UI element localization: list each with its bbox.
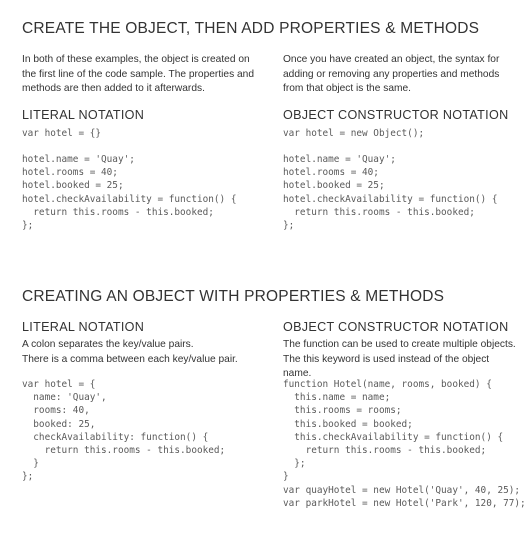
section1-right-code-properties: hotel.name = 'Quay'; hotel.rooms = 40; h… bbox=[283, 154, 498, 232]
section1-right-intro: Once you have created an object, the syn… bbox=[283, 54, 500, 95]
section2-left-intro-line1: A colon separates the key/value pairs. bbox=[22, 339, 194, 350]
section1-right-code-create: var hotel = new Object(); bbox=[283, 128, 425, 139]
section2-right-intro-line1: The function can be used to create multi… bbox=[283, 339, 516, 350]
section2-right-heading: OBJECT CONSTRUCTOR NOTATION bbox=[283, 320, 509, 334]
section1-left-column: In both of these examples, the object is… bbox=[22, 53, 262, 97]
section1-right-heading: OBJECT CONSTRUCTOR NOTATION bbox=[283, 108, 509, 122]
section2-right-intro-line2: The this keyword is used instead of the … bbox=[283, 353, 490, 380]
section2-left-heading: LITERAL NOTATION bbox=[22, 320, 145, 334]
section2-title: CREATING AN OBJECT WITH PROPERTIES & MET… bbox=[22, 288, 445, 305]
section2-left-intro-line2: There is a comma between each key/value … bbox=[22, 353, 238, 365]
section2-right-code: function Hotel(name, rooms, booked) { th… bbox=[283, 379, 526, 509]
section2-right-intro: The function can be used to create multi… bbox=[283, 338, 519, 382]
section1-left-code-create: var hotel = {} bbox=[22, 128, 102, 139]
section2-left-intro: A colon separates the key/value pairs. T… bbox=[22, 338, 262, 367]
section1-left-intro: In both of these examples, the object is… bbox=[22, 54, 254, 95]
section1-title: CREATE THE OBJECT, THEN ADD PROPERTIES &… bbox=[22, 20, 480, 37]
section1-right-column: Once you have created an object, the syn… bbox=[283, 53, 519, 97]
section1-left-heading: LITERAL NOTATION bbox=[22, 108, 145, 122]
section2-left-code: var hotel = { name: 'Quay', rooms: 40, b… bbox=[22, 379, 226, 483]
section1-left-code-properties: hotel.name = 'Quay'; hotel.rooms = 40; h… bbox=[22, 154, 237, 232]
